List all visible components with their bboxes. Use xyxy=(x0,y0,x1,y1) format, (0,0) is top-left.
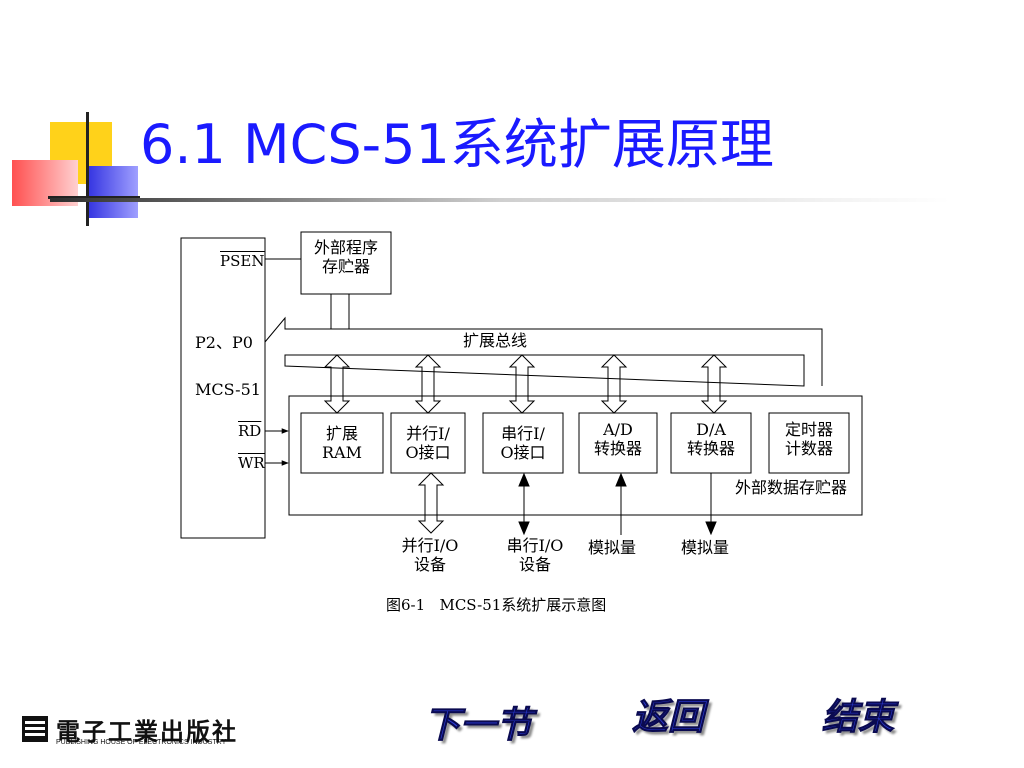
page-title: 6.1 MCS-51系统扩展原理 xyxy=(140,113,774,176)
publisher-logo-icon xyxy=(22,716,48,742)
ext-program-memory-block xyxy=(300,231,392,295)
bus-link-ad xyxy=(600,354,628,414)
mcs51-label: MCS-51 xyxy=(195,380,261,399)
box-serial-io xyxy=(482,412,564,474)
box-ext-ram xyxy=(300,412,384,474)
psen-label: PSEN xyxy=(220,252,265,270)
bus-link-serial xyxy=(508,354,536,414)
expansion-bus-arrow xyxy=(264,316,823,387)
next-section-button[interactable]: 下一节 xyxy=(423,705,533,747)
ext-data-memory-label: 外部数据存贮器 xyxy=(735,478,848,497)
bus-link-ram xyxy=(323,354,351,414)
parallel-io-link xyxy=(417,472,445,534)
analog-in-label: 模拟量 xyxy=(588,538,637,557)
figure-caption: 图6-1 MCS-51系统扩展示意图 xyxy=(386,596,607,614)
p2p0-label: P2、P0 xyxy=(195,333,253,352)
box-parallel-io-label: 并行I/O接口 xyxy=(405,424,451,463)
bus-link-parallel xyxy=(414,354,442,414)
title-underline xyxy=(50,198,950,202)
box-timer-label: 定时器计数器 xyxy=(784,420,833,459)
mcs51-chip-block xyxy=(180,237,266,539)
deco-blue-square xyxy=(86,166,138,218)
publisher-name-en: PUBLISHING HOUSE OF ELECTRONICS INDUSTRY xyxy=(56,739,227,746)
box-serial-io-label: 串行I/O接口 xyxy=(500,424,546,463)
analog-out-label: 模拟量 xyxy=(681,538,730,557)
wr-label: WR xyxy=(238,454,265,472)
publisher-name-cn: 電子工業出版社 xyxy=(56,717,238,746)
ext-program-memory-label: 外部程序 存贮器 xyxy=(313,238,378,277)
deco-horizontal-line xyxy=(48,196,140,199)
back-button[interactable]: 返回 xyxy=(631,697,705,739)
deco-vertical-line xyxy=(86,112,89,226)
box-timer-counter xyxy=(768,412,850,474)
expansion-bus-label: 扩展总线 xyxy=(463,331,528,350)
rd-label: RD xyxy=(238,422,262,440)
ext-data-memory-block xyxy=(288,395,863,516)
end-button[interactable]: 结束 xyxy=(821,697,895,739)
bus-link-da xyxy=(700,354,728,414)
box-ad-converter xyxy=(578,412,658,474)
